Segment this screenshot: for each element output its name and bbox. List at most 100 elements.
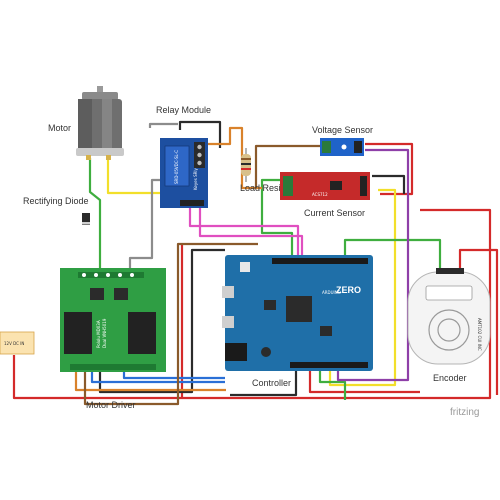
current-sensor[interactable]: ACS712 bbox=[280, 172, 370, 200]
relay-header bbox=[180, 200, 204, 206]
load-resistor[interactable] bbox=[241, 148, 251, 182]
motor-driver-sub-text: Dual VNH5019 bbox=[102, 318, 107, 348]
voltage-sensor-label: Voltage Sensor bbox=[312, 125, 373, 135]
motor[interactable] bbox=[76, 86, 124, 160]
motor-driver-mosfet-1 bbox=[90, 288, 104, 300]
wire-red-power-b bbox=[182, 208, 492, 400]
motor-body-shade bbox=[78, 99, 92, 151]
controller-usb-1 bbox=[222, 286, 234, 298]
relay-screw-2 bbox=[197, 152, 202, 158]
wire-black-controller bbox=[230, 370, 298, 397]
controller-header-bottom bbox=[290, 362, 368, 368]
voltage-sensor[interactable] bbox=[320, 138, 364, 156]
motor-driver-bottom-header bbox=[70, 364, 156, 370]
wire-red-controller bbox=[308, 370, 420, 394]
wire-gray-motor bbox=[148, 122, 178, 128]
wire-pink-relay bbox=[188, 208, 300, 258]
controller-usb-2 bbox=[222, 316, 234, 328]
motor-base bbox=[76, 148, 124, 156]
controller-model-text: ZERO bbox=[336, 285, 361, 295]
wire-yellow-encoder bbox=[328, 188, 397, 387]
current-sensor-board bbox=[280, 172, 370, 200]
motor-driver-chip-1 bbox=[64, 312, 92, 354]
current-sensor-terminal bbox=[283, 176, 293, 196]
wire-pink-relay-b bbox=[198, 208, 304, 258]
voltage-sensor-pins bbox=[354, 141, 362, 153]
wire-red-encoder bbox=[458, 248, 499, 395]
relay-module[interactable]: Keyes SRly SRD-05VDC-SL-C bbox=[160, 138, 208, 208]
motor-driver[interactable]: Pololu MD03A Dual VNH5019 bbox=[60, 268, 166, 372]
load-resistor-band-2 bbox=[241, 163, 251, 165]
motor-body-highlight bbox=[102, 99, 112, 151]
controller-brand-text: ARDUINO bbox=[322, 290, 341, 295]
wire-gray-relay bbox=[128, 178, 160, 270]
motor-driver-header bbox=[78, 272, 144, 278]
diode-band bbox=[82, 222, 90, 225]
motor-driver-pin-4 bbox=[118, 273, 122, 277]
wires bbox=[12, 120, 499, 406]
controller-chip-2 bbox=[264, 300, 276, 310]
motor-driver-chip-2 bbox=[128, 312, 156, 354]
relay-screw-3 bbox=[197, 160, 202, 166]
controller-dc-jack bbox=[225, 343, 247, 361]
current-sensor-chip bbox=[330, 181, 342, 190]
motor-driver-mosfet-2 bbox=[114, 288, 128, 300]
load-resistor-band-1 bbox=[241, 158, 251, 160]
motor-label: Motor bbox=[48, 123, 71, 133]
encoder-connector bbox=[436, 268, 464, 274]
controller-chip-3 bbox=[320, 326, 332, 336]
wire-green-motor bbox=[88, 158, 102, 270]
wire-black-sensor bbox=[372, 174, 406, 194]
voltage-sensor-hole bbox=[341, 144, 347, 150]
controller-header-top bbox=[272, 258, 368, 264]
encoder-label: Encoder bbox=[433, 373, 467, 383]
current-sensor-pins bbox=[360, 176, 367, 196]
motor-endcap bbox=[82, 92, 118, 100]
relay-brand-text: Keyes SRly bbox=[193, 168, 198, 190]
voltage-sensor-terminal bbox=[322, 141, 331, 153]
motor-driver-pin-3 bbox=[106, 273, 110, 277]
wire-green-bottom bbox=[318, 370, 347, 400]
controller[interactable]: ARDUINO ZERO bbox=[222, 255, 373, 371]
relay-screw-1 bbox=[197, 144, 202, 150]
power-input[interactable]: 12V DC IN bbox=[0, 331, 35, 355]
motor-terminal-left bbox=[86, 155, 91, 160]
wire-black-relay bbox=[178, 120, 222, 148]
power-input-tag bbox=[0, 331, 35, 355]
controller-label: Controller bbox=[252, 378, 291, 388]
relay-part-text: SRD-05VDC-SL-C bbox=[174, 150, 179, 184]
encoder-window bbox=[425, 285, 473, 301]
motor-driver-label: Motor Driver bbox=[86, 400, 136, 410]
fritzing-watermark: fritzing bbox=[450, 407, 479, 418]
wire-orange-driver bbox=[74, 370, 226, 392]
wire-green-controller bbox=[343, 238, 442, 270]
current-sensor-chip-text: ACS712 bbox=[312, 192, 328, 197]
diode-body bbox=[82, 213, 90, 225]
wire-blue-driver bbox=[90, 370, 225, 384]
encoder[interactable]: AMT102 CUI INC bbox=[407, 268, 491, 365]
load-resistor-band-3 bbox=[241, 168, 251, 170]
diode-label: Rectifying Diode bbox=[23, 196, 89, 206]
relay-cube bbox=[164, 145, 190, 187]
motor-shaft bbox=[97, 86, 103, 94]
controller-mcu bbox=[286, 296, 312, 322]
wire-black-driver bbox=[98, 248, 225, 394]
wire-brown-load bbox=[254, 144, 322, 188]
wire-orange-relay bbox=[206, 126, 262, 190]
rectifying-diode[interactable] bbox=[82, 213, 90, 225]
controller-reset-button bbox=[240, 262, 250, 272]
motor-driver-pin-2 bbox=[94, 273, 98, 277]
wire-green-sensor bbox=[260, 178, 294, 258]
controller-capacitor bbox=[261, 347, 271, 357]
current-sensor-label: Current Sensor bbox=[304, 208, 365, 218]
encoder-hub bbox=[437, 318, 461, 342]
wire-red-power bbox=[12, 244, 184, 400]
encoder-model-text: AMT102 CUI INC bbox=[477, 318, 482, 351]
wire-purple-sensor bbox=[336, 148, 410, 382]
motor-driver-pin-1 bbox=[82, 273, 86, 277]
wire-brown-driver bbox=[83, 242, 258, 406]
encoder-ring bbox=[428, 309, 470, 351]
motor-driver-chip-text: Pololu MD03A bbox=[96, 320, 101, 348]
power-input-label: 12V DC IN bbox=[4, 341, 24, 346]
